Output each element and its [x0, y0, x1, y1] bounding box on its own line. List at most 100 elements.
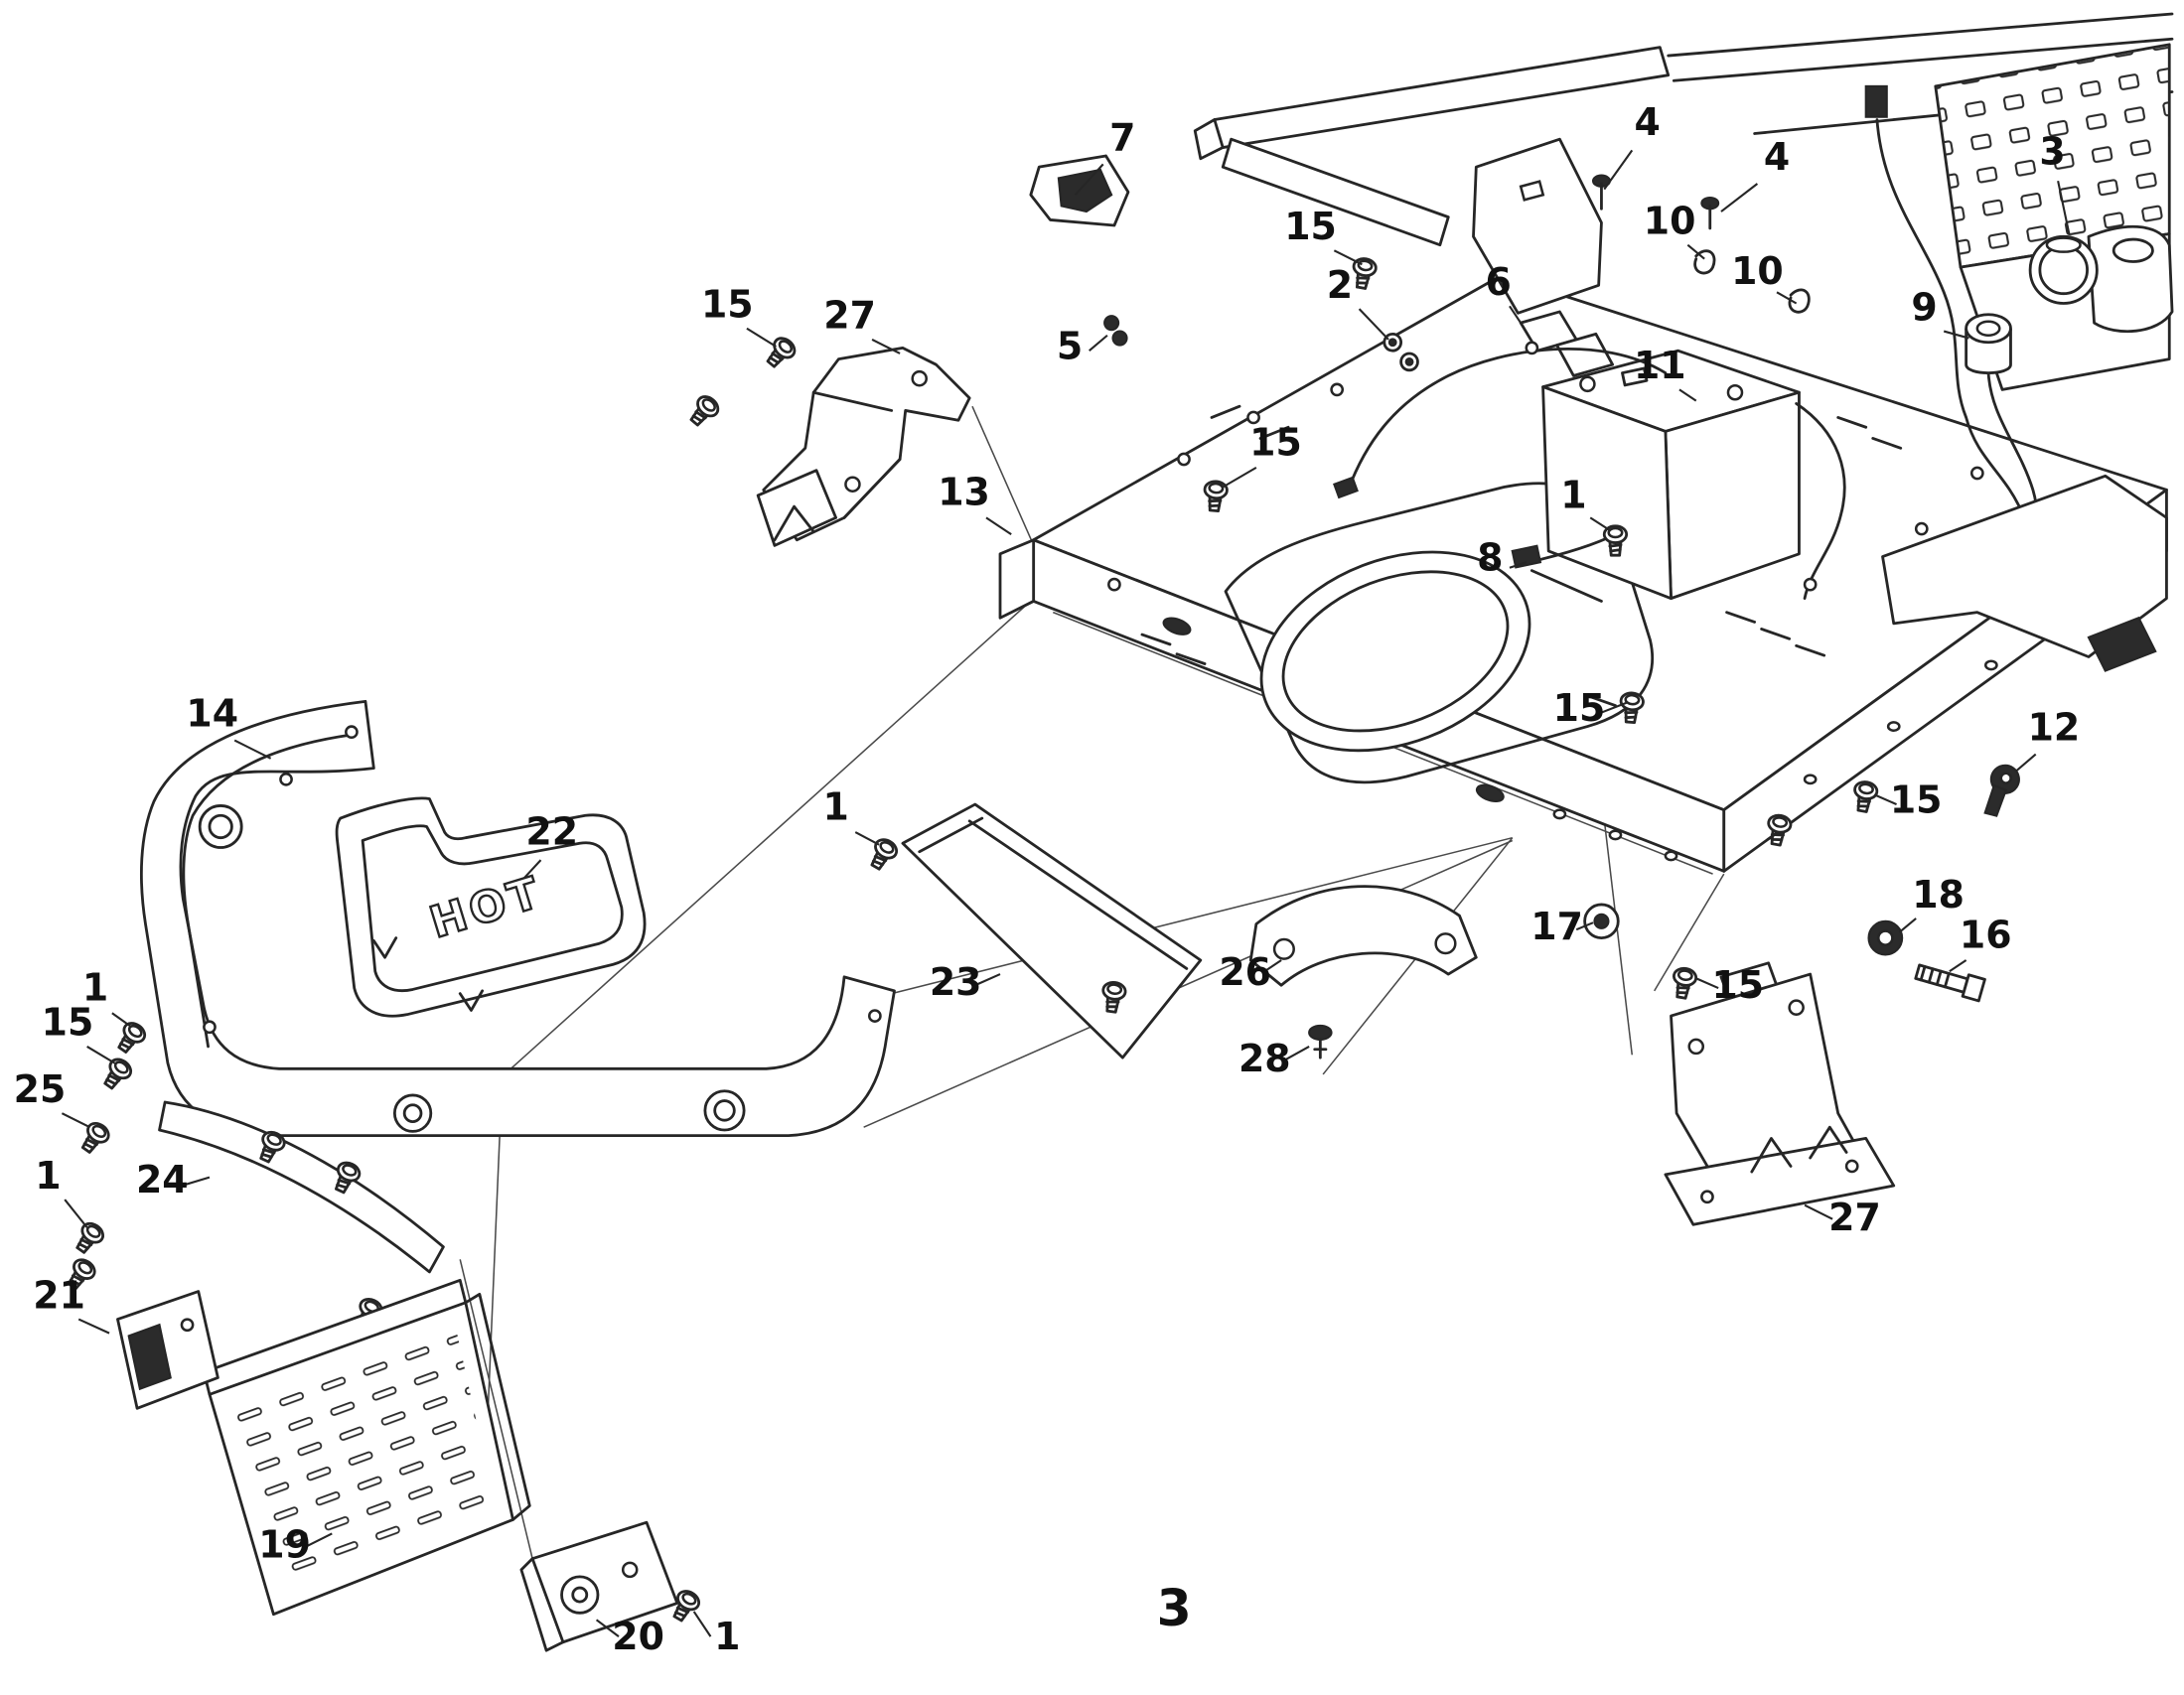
callout-leader — [64, 1199, 88, 1228]
callout-label-1: 1 — [714, 1615, 740, 1658]
callout-leader — [1686, 243, 1705, 260]
callout-label-15: 15 — [42, 1001, 94, 1045]
bracket-lower-right — [1664, 961, 1896, 1226]
push-fastener — [1308, 1024, 1333, 1059]
callout-label-2: 2 — [1327, 263, 1353, 307]
callout-leader — [1333, 249, 1363, 266]
callout-label-1: 1 — [82, 966, 108, 1010]
callout-leader — [871, 339, 901, 354]
callout-label-4: 4 — [1635, 100, 1661, 144]
callout-label-15: 15 — [1890, 777, 1943, 821]
callout-leader — [1509, 305, 1523, 324]
callout-leader — [692, 1611, 712, 1637]
page-number: 3 — [1157, 1579, 1192, 1637]
callout-leader — [1873, 793, 1897, 806]
callout-leader — [181, 1176, 211, 1188]
bracket-upper-left — [756, 346, 971, 547]
bracket-21 — [116, 1290, 219, 1410]
callout-label-11: 11 — [1634, 344, 1686, 387]
callout-label-26: 26 — [1219, 950, 1271, 994]
callout-leader — [1720, 183, 1759, 212]
plug-part — [1103, 315, 1128, 347]
callout-leader — [1589, 516, 1611, 531]
callout-label-9: 9 — [1911, 285, 1937, 329]
callout-leader — [233, 739, 272, 760]
callout-label-23: 23 — [930, 960, 982, 1004]
callout-leader — [1222, 466, 1257, 489]
callout-label-13: 13 — [938, 471, 990, 514]
callout-label-25: 25 — [14, 1067, 67, 1111]
callout-label-15: 15 — [1711, 963, 1764, 1007]
callout-leader — [61, 1112, 90, 1129]
callout-label-8: 8 — [1477, 536, 1503, 580]
front-bumper — [140, 699, 896, 1138]
washer-17 — [1583, 903, 1620, 939]
callout-label-1: 1 — [35, 1154, 61, 1198]
callout-leader — [86, 1046, 116, 1064]
callout-label-6: 6 — [1486, 260, 1512, 304]
callout-label-27: 27 — [823, 294, 876, 338]
callout-leader — [1089, 334, 1108, 352]
callout-label-24: 24 — [136, 1158, 189, 1201]
callout-label-10: 10 — [1731, 249, 1784, 293]
support-strap — [158, 1100, 445, 1334]
curved-bracket — [1248, 885, 1478, 987]
callout-label-20: 20 — [612, 1615, 664, 1658]
callout-label-17: 17 — [1530, 905, 1583, 948]
callout-label-12: 12 — [2028, 706, 2081, 750]
callout-label-16: 16 — [1960, 913, 2012, 956]
callout-leader — [2057, 180, 2071, 234]
callout-label-7: 7 — [1109, 115, 1135, 159]
callout-label-28: 28 — [1238, 1037, 1291, 1080]
callout-leader — [1943, 330, 1969, 340]
callout-label-3: 3 — [2039, 129, 2065, 173]
callout-leader — [1776, 291, 1798, 305]
callout-label-5: 5 — [1057, 325, 1083, 368]
callout-label-27: 27 — [1828, 1196, 1881, 1239]
callout-leader — [1283, 1045, 1310, 1061]
callout-leader — [1949, 959, 1967, 973]
callout-leader — [1695, 977, 1719, 990]
callout-leader — [746, 327, 777, 348]
heat-shield: HOT — [335, 796, 647, 1018]
callout-label-15: 15 — [701, 283, 754, 327]
callout-leader — [303, 1532, 333, 1549]
callout-leader — [1074, 163, 1104, 196]
callout-label-1: 1 — [1560, 474, 1586, 517]
callout-leader — [974, 973, 1001, 987]
deflector-plate — [901, 802, 1203, 1059]
callout-leader — [77, 1318, 110, 1335]
callout-leader — [111, 1012, 133, 1029]
muffler-guard — [202, 1278, 531, 1617]
callout-leader — [1603, 149, 1634, 191]
callout-leader — [1263, 959, 1282, 973]
callout-leader — [985, 516, 1012, 536]
washer-18 — [1867, 919, 1904, 956]
callout-leader — [1601, 701, 1628, 714]
callout-label-4: 4 — [1764, 135, 1790, 179]
callout-leader — [1358, 308, 1389, 341]
callout-leader — [1509, 561, 1528, 569]
callout-leader — [1575, 921, 1594, 931]
bolt-16 — [1914, 963, 1986, 1003]
callout-leader — [1804, 1203, 1833, 1220]
callout-leader — [522, 859, 542, 880]
callout-label-15: 15 — [1249, 420, 1302, 464]
callout-leader — [1678, 388, 1697, 402]
callout-label-10: 10 — [1644, 199, 1696, 242]
callout-label-15: 15 — [1284, 205, 1337, 248]
callout-label-15: 15 — [1553, 686, 1606, 730]
bracket-20 — [519, 1520, 679, 1652]
callout-label-22: 22 — [525, 810, 578, 854]
callout-label-19: 19 — [258, 1522, 311, 1566]
callout-label-14: 14 — [186, 692, 238, 736]
callout-leader — [2015, 753, 2037, 773]
callout-leader — [854, 831, 880, 846]
callout-leader — [595, 1619, 620, 1637]
key-12 — [1983, 764, 2020, 817]
callout-label-18: 18 — [1912, 873, 1965, 917]
callout-label-1: 1 — [822, 784, 848, 828]
